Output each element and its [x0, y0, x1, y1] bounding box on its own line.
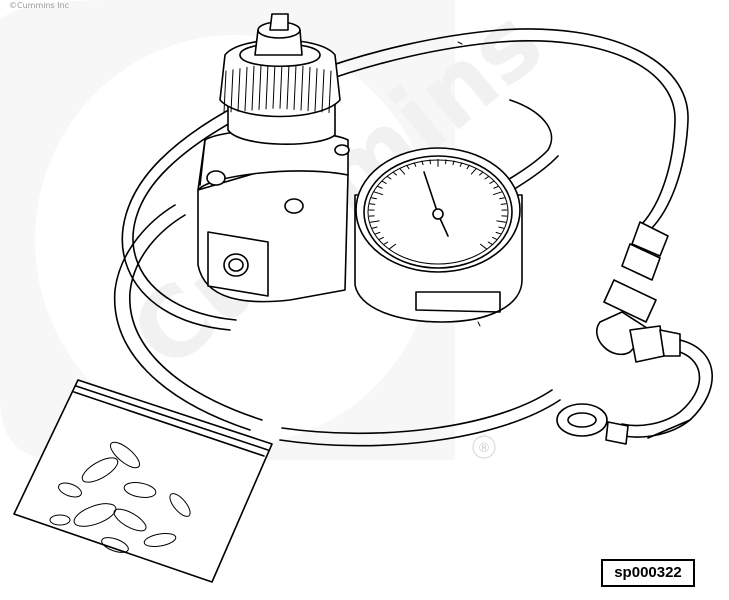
gauge-tick — [500, 203, 507, 205]
gauge-tick — [381, 180, 387, 184]
knurl-ridge — [293, 64, 297, 110]
gauge-tick — [406, 164, 410, 170]
gauge-tick — [445, 159, 447, 165]
knob-knurling — [223, 62, 332, 113]
gauge-tick — [489, 180, 495, 184]
gauge-tick — [452, 160, 455, 166]
gauge-tick — [492, 236, 498, 240]
gauge-tick — [374, 231, 381, 235]
gauge-tick — [421, 160, 424, 166]
registered-mark: ® — [478, 441, 491, 456]
knurl-ridge — [321, 69, 325, 113]
knurl-ridge — [314, 68, 318, 112]
knurl-ridge — [230, 69, 234, 113]
knurl-ridge — [244, 66, 248, 112]
o-rings — [49, 441, 191, 553]
knurl-ridge — [300, 65, 304, 111]
knurl-ridge — [265, 63, 269, 110]
knurl-ridge — [286, 63, 290, 110]
gauge-tick — [377, 185, 383, 189]
seal-kit-bag — [13, 379, 273, 583]
gauge-tick — [470, 167, 477, 175]
knurl-ridge — [223, 70, 227, 113]
gauge-ticks — [368, 159, 508, 250]
knurl-ridge — [272, 62, 276, 109]
gauge-tick — [493, 185, 499, 189]
hose-fitting — [556, 221, 713, 445]
gauge-tick — [487, 241, 493, 245]
o-ring — [49, 514, 71, 526]
pressure-gauge — [354, 147, 523, 323]
o-ring — [143, 532, 177, 548]
knurl-ridge — [279, 62, 283, 109]
o-ring — [109, 441, 141, 469]
knurl-ridge — [258, 64, 262, 110]
gauge-tick — [499, 197, 505, 200]
figure-id-label: sp000322 — [601, 559, 695, 587]
o-ring — [169, 493, 191, 517]
gauge-tick — [492, 191, 503, 196]
gauge-tick — [484, 175, 490, 180]
gauge-needle — [423, 171, 439, 215]
gauge-tick — [388, 243, 397, 250]
o-ring — [73, 503, 117, 527]
gauge-tick — [479, 243, 488, 250]
gauge-tick — [369, 220, 380, 223]
knurl-ridge — [307, 66, 311, 112]
gauge-tick — [466, 164, 470, 170]
gauge-tick — [498, 226, 505, 229]
o-ring — [113, 508, 147, 532]
o-ring — [101, 537, 129, 553]
gauge-tick — [386, 175, 392, 180]
gauge-tick — [399, 167, 406, 175]
gauge-tick — [371, 197, 377, 200]
gauge-tick — [495, 231, 502, 235]
gauge-tick — [459, 162, 463, 167]
gauge-tick — [413, 162, 417, 167]
gauge-tick — [392, 171, 397, 176]
copyright-notice: ©Cummins Inc — [9, 1, 70, 10]
gauge-tick — [429, 159, 431, 165]
gauge-tick — [371, 226, 378, 229]
o-ring — [123, 482, 157, 498]
knurl-ridge — [328, 70, 332, 113]
gauge-tick — [369, 203, 376, 205]
o-ring — [81, 457, 119, 483]
o-ring — [58, 482, 82, 498]
pressure-regulator — [197, 13, 350, 303]
gauge-tick — [479, 171, 484, 176]
gauge-tick — [496, 220, 507, 223]
gauge-tick — [373, 191, 384, 196]
gauge-tick — [378, 236, 384, 240]
gauge-tick — [383, 241, 389, 245]
knurl-ridge — [251, 65, 255, 111]
knurl-ridge — [237, 68, 241, 112]
